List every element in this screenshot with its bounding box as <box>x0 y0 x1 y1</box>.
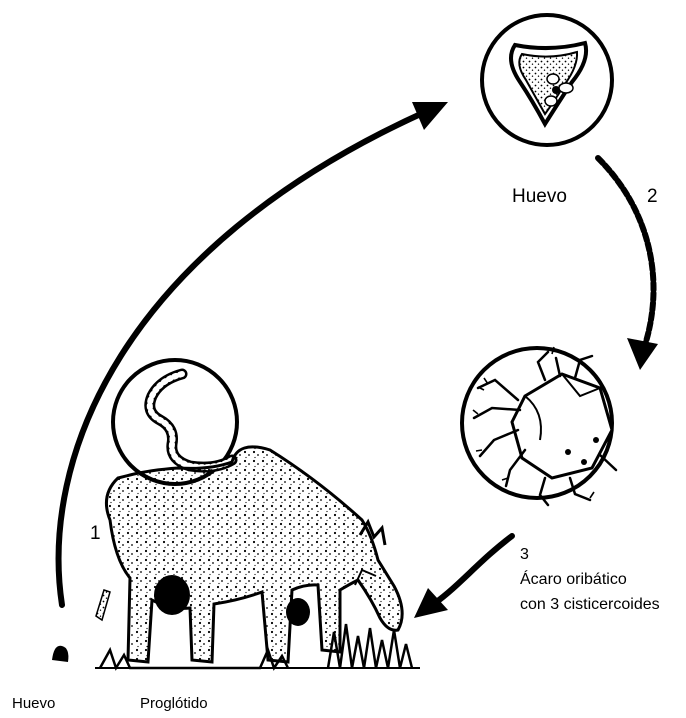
arrow-3 <box>414 536 512 618</box>
step-2-label: 2 <box>647 186 658 208</box>
egg-label-top: Huevo <box>512 186 567 208</box>
egg-label-bottom: Huevo <box>12 695 55 712</box>
proglottid-label: Proglótido <box>140 695 208 712</box>
step-1-label: 1 <box>90 523 101 545</box>
alpaca-illustration <box>106 447 402 662</box>
mite-label-line-1: Ácaro oribático <box>520 571 627 589</box>
egg-circle <box>482 15 612 145</box>
mite-label-line-2: con 3 cisticercoides <box>520 596 660 614</box>
egg-on-ground <box>52 646 68 662</box>
step-3-label: 3 <box>520 546 529 564</box>
mite-circle <box>462 347 616 505</box>
proglottid-on-ground <box>96 590 110 620</box>
